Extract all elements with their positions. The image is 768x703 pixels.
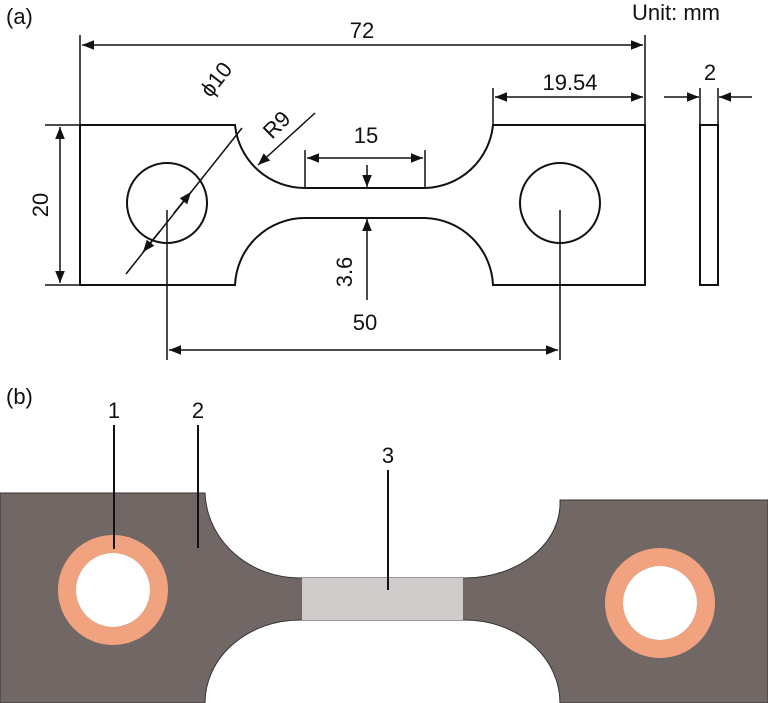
callout-1: 1 <box>108 398 120 423</box>
side-view <box>699 124 719 286</box>
panel-a-label: (a) <box>6 4 33 29</box>
dim-gauge-width: 3.6 <box>332 257 357 288</box>
callout-3: 3 <box>382 443 394 468</box>
specimen-outline <box>79 124 646 286</box>
callout-2: 2 <box>192 398 204 423</box>
dim-thickness: 2 <box>704 60 716 85</box>
right-ring <box>605 548 715 658</box>
panel-b-label: (b) <box>6 384 33 409</box>
dim-overall-length: 72 <box>350 18 374 43</box>
gauge-section <box>302 578 463 620</box>
dim-hole-diameter: ϕ10 <box>195 57 237 101</box>
unit-label: Unit: mm <box>632 0 720 25</box>
dim-hole-spacing: 50 <box>353 310 377 335</box>
dim-fillet-radius: R9 <box>258 106 296 144</box>
dim-grip-length: 19.54 <box>542 70 597 95</box>
dim-width: 20 <box>28 193 53 217</box>
left-photo-hole <box>76 553 150 627</box>
right-photo-hole <box>623 566 697 640</box>
dim-gauge-length: 15 <box>354 123 378 148</box>
